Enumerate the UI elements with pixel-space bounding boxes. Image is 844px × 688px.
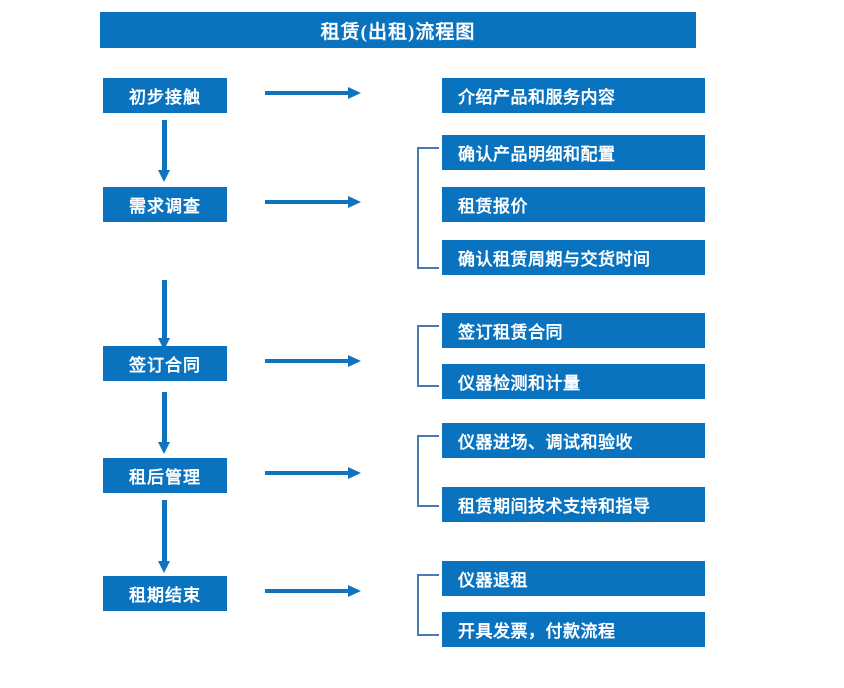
arrow-shaft xyxy=(162,120,167,170)
arrow-shaft xyxy=(265,200,349,204)
arrow-down-icon xyxy=(158,280,170,350)
arrow-right-icon xyxy=(265,585,361,597)
arrow-head xyxy=(348,87,361,99)
arrow-right-icon xyxy=(265,87,361,99)
arrow-head xyxy=(158,442,170,454)
arrow-shaft xyxy=(162,280,167,338)
arrow-down-icon xyxy=(158,392,170,454)
detail-box-rental-quotation[interactable]: 租赁报价 xyxy=(442,187,705,222)
page-title: 租赁(出租)流程图 xyxy=(100,12,696,48)
detail-box-instrument-return[interactable]: 仪器退租 xyxy=(442,561,705,596)
arrow-head xyxy=(158,170,170,182)
arrow-shaft xyxy=(162,392,167,442)
detail-box-confirm-product-spec[interactable]: 确认产品明细和配置 xyxy=(442,135,705,170)
detail-box-introduce-products[interactable]: 介绍产品和服务内容 xyxy=(442,78,705,113)
group-bracket-requirement-survey xyxy=(417,147,439,269)
detail-box-instrument-inspection[interactable]: 仪器检测和计量 xyxy=(442,364,705,399)
arrow-head xyxy=(348,585,361,597)
arrow-right-icon xyxy=(265,196,361,208)
arrow-head xyxy=(348,196,361,208)
arrow-shaft xyxy=(265,91,349,95)
detail-box-sign-rental-agreement[interactable]: 签订租赁合同 xyxy=(442,313,705,348)
arrow-shaft xyxy=(265,589,349,593)
detail-box-instrument-installation[interactable]: 仪器进场、调试和验收 xyxy=(442,423,705,458)
stage-box-rental-end[interactable]: 租期结束 xyxy=(103,576,227,611)
stage-box-initial-contact[interactable]: 初步接触 xyxy=(103,78,227,113)
arrow-right-icon xyxy=(265,467,361,479)
arrow-down-icon xyxy=(158,500,170,573)
stage-box-post-rental-management[interactable]: 租后管理 xyxy=(103,458,227,493)
arrow-down-icon xyxy=(158,120,170,182)
arrow-shaft xyxy=(265,359,349,363)
arrow-shaft xyxy=(162,500,167,561)
stage-box-requirement-survey[interactable]: 需求调查 xyxy=(103,187,227,222)
arrow-head xyxy=(348,355,361,367)
arrow-shaft xyxy=(265,471,349,475)
group-bracket-post-rental-management xyxy=(417,435,439,507)
detail-box-technical-support[interactable]: 租赁期间技术支持和指导 xyxy=(442,487,705,522)
stage-box-sign-contract[interactable]: 签订合同 xyxy=(103,346,227,381)
arrow-head xyxy=(348,467,361,479)
detail-box-confirm-rental-period[interactable]: 确认租赁周期与交货时间 xyxy=(442,240,705,275)
group-bracket-rental-end xyxy=(417,574,439,636)
arrow-right-icon xyxy=(265,355,361,367)
group-bracket-sign-contract xyxy=(417,325,439,387)
detail-box-invoice-payment[interactable]: 开具发票，付款流程 xyxy=(442,612,705,647)
arrow-head xyxy=(158,561,170,573)
